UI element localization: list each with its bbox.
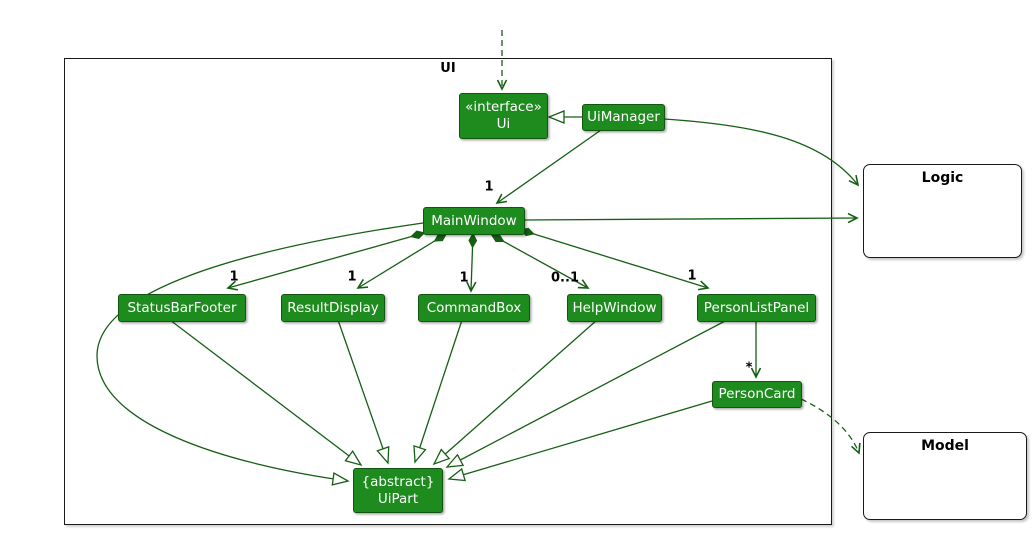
class-uipart-modifier: {abstract} bbox=[361, 473, 435, 490]
class-statusbarfooter-label: StatusBarFooter bbox=[127, 299, 237, 316]
multiplicity-commandbox: 1 bbox=[459, 270, 469, 286]
class-resultdisplay: ResultDisplay bbox=[281, 294, 385, 322]
class-statusbarfooter: StatusBarFooter bbox=[118, 294, 246, 322]
class-resultdisplay-label: ResultDisplay bbox=[287, 299, 379, 316]
ui-package-frame: UI bbox=[64, 58, 832, 525]
class-mainwindow: MainWindow bbox=[423, 207, 525, 235]
class-ui-label: Ui bbox=[496, 116, 511, 132]
ui-package-label: UI bbox=[440, 61, 456, 76]
multiplicity-helpwindow: 0..1 bbox=[551, 270, 579, 286]
class-helpwindow: HelpWindow bbox=[567, 294, 662, 322]
multiplicity-personlistpanel: 1 bbox=[687, 268, 697, 284]
multiplicity-uimanager-mainwindow: 1 bbox=[484, 179, 494, 195]
component-model-label: Model bbox=[921, 438, 969, 454]
component-logic-label: Logic bbox=[921, 170, 964, 186]
class-uipart: {abstract} UiPart bbox=[353, 468, 443, 513]
class-personcard-label: PersonCard bbox=[718, 386, 796, 402]
class-ui-interface: «interface» Ui bbox=[459, 93, 548, 139]
class-ui-stereotype: «interface» bbox=[465, 99, 542, 115]
component-model: Model bbox=[863, 432, 1027, 520]
class-uimanager-label: UiManager bbox=[587, 109, 660, 125]
class-commandbox-label: CommandBox bbox=[426, 299, 522, 316]
class-personlistpanel-label: PersonListPanel bbox=[703, 299, 810, 316]
class-mainwindow-label: MainWindow bbox=[431, 212, 517, 229]
class-personcard: PersonCard bbox=[712, 381, 802, 408]
class-helpwindow-label: HelpWindow bbox=[572, 299, 657, 316]
class-uipart-label: UiPart bbox=[377, 490, 419, 507]
multiplicity-resultdisplay: 1 bbox=[347, 269, 357, 285]
multiplicity-personcard: * bbox=[745, 360, 753, 376]
class-uimanager: UiManager bbox=[582, 104, 665, 131]
multiplicity-statusbarfooter: 1 bbox=[229, 269, 239, 285]
class-commandbox: CommandBox bbox=[418, 294, 530, 322]
component-logic: Logic bbox=[863, 164, 1022, 258]
class-personlistpanel: PersonListPanel bbox=[697, 294, 816, 322]
